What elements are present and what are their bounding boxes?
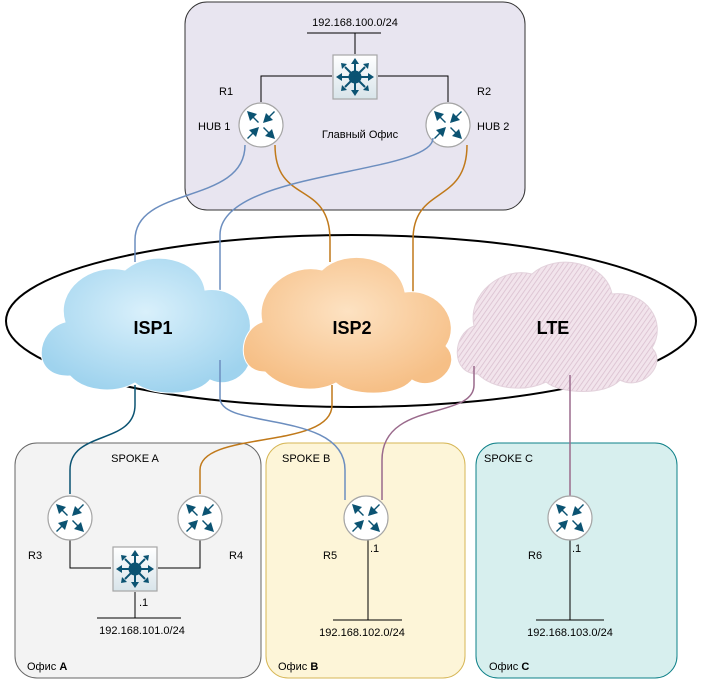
link-switch-r1 [260,75,332,102]
cloud-isp2: ISP2 [242,256,453,394]
office-a-label: Офис A [27,661,67,673]
office-a-network-label: 192.168.101.0/24 [99,625,185,637]
link-switch-r2 [378,75,449,102]
link-isp1-r3 [69,385,136,494]
office-c-network-label: 192.168.103.0/24 [527,627,613,639]
link-r2-isp2 [412,144,468,295]
cloud-isp1: ISP1 [40,257,251,394]
router-r6[interactable] [547,495,593,541]
r5-ip: .1 [370,543,379,555]
link-r3-switch [69,540,111,569]
link-r2-isp1 [219,137,434,290]
cloud-isp1-label: ISP1 [133,318,172,338]
link-isp1-r5 [219,360,346,500]
r4-name: R4 [229,550,243,562]
office-b-network-label: 192.168.102.0/24 [319,627,405,639]
office-c-title: SPOKE C [484,453,533,465]
cloud-lte: LTE [456,261,658,392]
office-c-label: Офис C [489,661,529,673]
r2-name: R2 [477,86,491,98]
r1-name: R1 [219,86,233,98]
cloud-lte-label: LTE [537,318,570,338]
main-office-label: Главный Офис [322,129,399,141]
r6-name: R6 [528,550,542,562]
link-r4-switch [158,540,201,569]
main-switch[interactable] [332,54,378,100]
link-r1-isp2 [274,144,331,262]
switch-a-ip: .1 [139,597,148,609]
office-a-title: SPOKE A [111,453,159,465]
r3-name: R3 [28,550,42,562]
office-b-title: SPOKE B [282,453,330,465]
link-isp2-r4 [199,385,333,494]
office-c-box [475,442,678,679]
router-r4[interactable] [177,495,223,541]
r1-role: HUB 1 [198,121,230,133]
r5-name: R5 [323,550,337,562]
r6-ip: .1 [572,543,581,555]
router-r5[interactable] [343,495,389,541]
switch-a[interactable] [112,546,158,592]
r2-role: HUB 2 [477,121,509,133]
office-b-label: Офис B [278,661,318,673]
router-r1[interactable] [238,102,284,148]
office-b-box [265,442,466,679]
link-r1-isp1 [134,144,246,262]
router-r3[interactable] [47,495,93,541]
main-network-label: 192.168.100.0/24 [312,17,398,29]
link-lte-r5 [381,366,475,500]
main-office-box [184,1,526,211]
cloud-isp2-label: ISP2 [332,318,371,338]
